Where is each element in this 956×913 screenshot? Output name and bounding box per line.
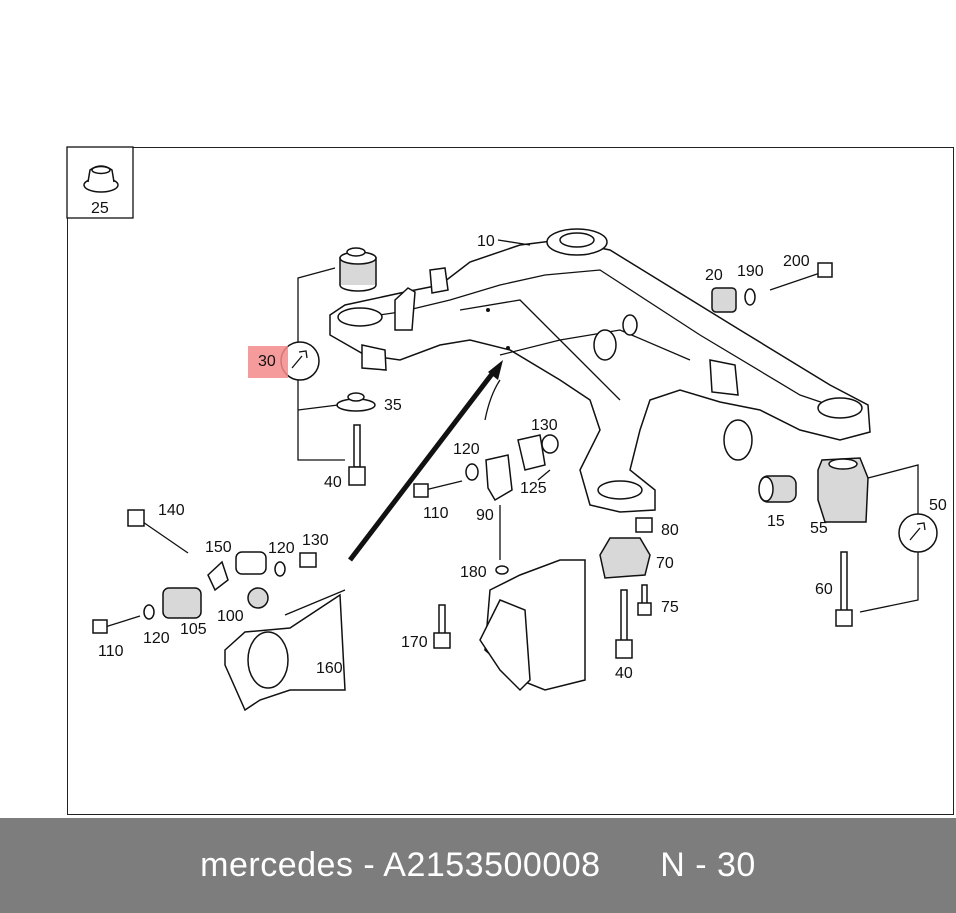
rear-axle-subframe bbox=[329, 228, 871, 513]
callout-170: 170 bbox=[401, 634, 428, 651]
bushing-15 bbox=[758, 475, 797, 503]
callout-110-center: 110 bbox=[423, 505, 449, 522]
callout-120-center: 120 bbox=[453, 441, 480, 458]
footer-gap bbox=[601, 846, 661, 884]
callout-100: 100 bbox=[217, 608, 244, 625]
callout-80: 80 bbox=[661, 522, 679, 539]
wrench-icon-50 bbox=[898, 513, 938, 553]
footer-separator: - bbox=[353, 846, 384, 884]
callout-90: 90 bbox=[476, 507, 494, 524]
differential-center bbox=[433, 559, 586, 692]
callout-180: 180 bbox=[460, 564, 487, 581]
callout-50: 50 bbox=[929, 497, 947, 514]
bolt-60 bbox=[835, 551, 853, 627]
bushing-30-top bbox=[339, 247, 377, 292]
callout-125: 125 bbox=[520, 480, 547, 497]
callout-30: 30 bbox=[258, 353, 276, 370]
callout-105: 105 bbox=[180, 621, 207, 638]
callout-40-left: 40 bbox=[324, 474, 342, 491]
callout-75: 75 bbox=[661, 599, 679, 616]
callout-35: 35 bbox=[384, 397, 402, 414]
callout-25: 25 bbox=[91, 200, 109, 217]
exploded-parts-diagram: 10 20 190 200 25 30 35 40 120 130 125 11… bbox=[66, 146, 947, 712]
bolt-40-left bbox=[348, 424, 366, 486]
callout-110-left: 110 bbox=[98, 643, 124, 660]
footer-brand: mercedes bbox=[200, 846, 354, 884]
callout-150: 150 bbox=[205, 539, 232, 556]
legend-box-25 bbox=[66, 146, 134, 219]
callout-130-center: 130 bbox=[531, 417, 558, 434]
callout-55: 55 bbox=[810, 520, 828, 537]
callout-200: 200 bbox=[783, 253, 810, 270]
callout-160: 160 bbox=[316, 660, 343, 677]
highlight-30 bbox=[248, 346, 288, 378]
callout-70: 70 bbox=[656, 555, 674, 572]
callout-20: 20 bbox=[705, 267, 723, 284]
callout-130-left: 130 bbox=[302, 532, 329, 549]
mount-55 bbox=[817, 457, 869, 523]
footer-position: N - 30 bbox=[660, 846, 756, 884]
callout-60: 60 bbox=[815, 581, 833, 598]
callout-15: 15 bbox=[767, 513, 785, 530]
parts-right-center bbox=[599, 517, 653, 659]
callout-10: 10 bbox=[477, 233, 495, 250]
callout-190: 190 bbox=[737, 263, 764, 280]
callout-120-left: 120 bbox=[268, 540, 295, 557]
footer-caption: mercedes - A2153500008 N - 30 bbox=[200, 846, 756, 885]
washer-35 bbox=[336, 392, 376, 412]
callout-140: 140 bbox=[158, 502, 185, 519]
bushing-20 bbox=[711, 262, 833, 313]
arrow-main bbox=[348, 368, 497, 562]
callout-40-right: 40 bbox=[615, 665, 633, 682]
footer-part-number: A2153500008 bbox=[383, 846, 601, 884]
parts-center bbox=[413, 434, 559, 502]
differential-left bbox=[224, 589, 346, 712]
footer-bar: mercedes - A2153500008 N - 30 bbox=[0, 818, 956, 913]
callout-120-lower: 120 bbox=[143, 630, 170, 647]
